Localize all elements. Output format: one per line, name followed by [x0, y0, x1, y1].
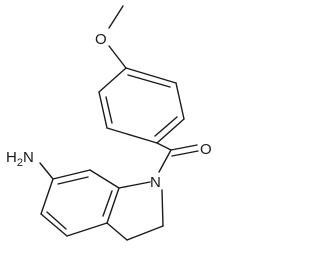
indoline-nitrogen-label: N: [150, 174, 161, 191]
amine-nitrogen-symbol: N: [23, 149, 34, 166]
ring-a-bond-1: [98, 67, 127, 93]
c6-amine-bond: [39, 162, 54, 180]
n-c7a-bond: [118, 181, 151, 189]
ring-a-bond-3: [106, 127, 158, 144]
benzo-bond-c7a-c3a: [106, 187, 120, 224]
carbonyl-n-bond: [158, 149, 172, 173]
carbonyl-oxygen-label: O: [200, 141, 212, 158]
ring-a-bond-2: [98, 91, 108, 129]
benzo-bond-c5-c6: [40, 178, 54, 215]
structure-diagram: O O N H2N: [6, 5, 212, 241]
indoline-core: N: [40, 169, 164, 241]
n-c2-bond: [161, 189, 164, 227]
carbonyl-double-bond-2: [171, 150, 199, 157]
amine-hydrogen-count: 2: [17, 157, 23, 169]
carbonyl-group: O: [156, 141, 212, 173]
benzo-inner-bond-3: [57, 176, 89, 185]
benzo-bond-c4-c5: [40, 213, 68, 237]
ring-a-bond-4: [156, 118, 185, 144]
methyl-o-bond: [108, 5, 124, 29]
amine-label: H2N: [6, 149, 34, 169]
c2-c3-bond: [126, 225, 164, 241]
ring-a-inner-bond-2: [154, 116, 178, 137]
carbonyl-double-bond-1: [170, 144, 198, 151]
benzo-inner-bond-1: [102, 190, 113, 217]
o-aryl-bond: [108, 45, 127, 69]
ring-a-inner-bond-1: [105, 96, 113, 124]
benzo-inner-bond-2: [46, 211, 67, 230]
methoxy-oxygen-label: O: [95, 31, 107, 48]
benzo-bond-c6-c7: [52, 169, 91, 180]
ring-a-inner-bond-3: [127, 74, 171, 88]
amine-group: H2N: [6, 149, 54, 180]
amine-hydrogen-symbol: H: [6, 149, 17, 166]
ring-a-bond-5: [175, 82, 185, 120]
c3-c3a-bond: [106, 222, 128, 241]
aryl-carbonyl-bond: [156, 142, 172, 151]
benzo-bond-c7-c7a: [89, 169, 120, 189]
ring-a-bond-6: [125, 67, 177, 84]
methoxyphenyl-ring: [98, 67, 185, 144]
methoxy-group: O: [95, 5, 127, 69]
benzo-bond-c3a-c4: [66, 222, 108, 237]
